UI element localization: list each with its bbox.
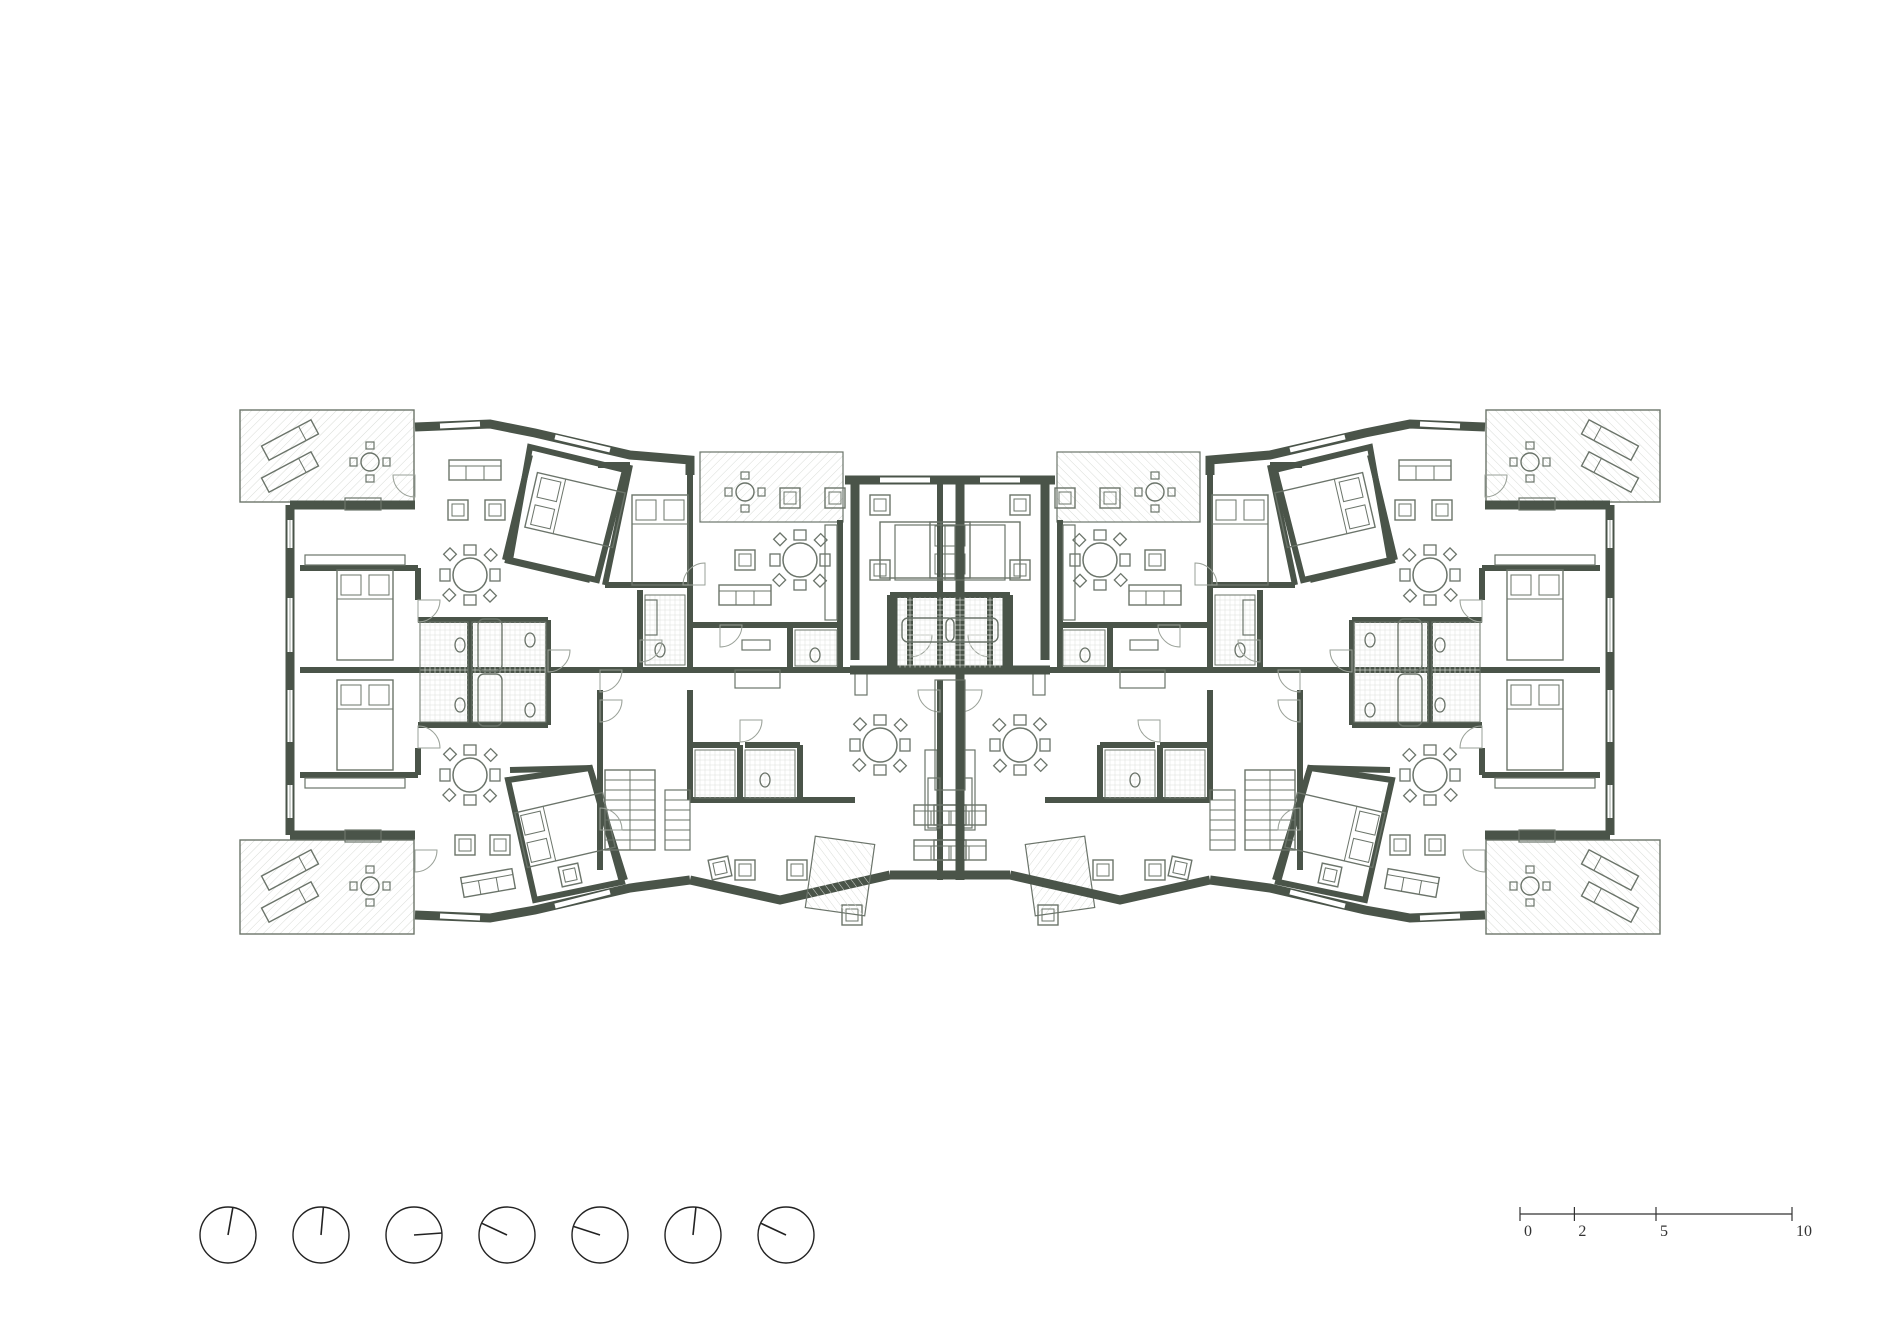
scale-bar-label: 0 [1524, 1223, 1532, 1240]
orientation-dial-icon [385, 1206, 443, 1264]
stair-left [604, 769, 691, 851]
orientation-dial-icon [571, 1206, 629, 1264]
scale-bar-label: 5 [1660, 1223, 1668, 1240]
orientation-dial-icon [199, 1206, 257, 1264]
scale-bar: 0 2 5 10 [1519, 1207, 1812, 1240]
orientation-dial-icon [757, 1206, 815, 1264]
orientation-dial-icon [478, 1206, 536, 1264]
orientation-dial-row [199, 1206, 815, 1264]
balcony-top-left [239, 409, 415, 503]
orientation-dial-icon [664, 1206, 722, 1264]
orientation-dial-icon [292, 1206, 350, 1264]
scale-bar-label: 2 [1578, 1223, 1586, 1240]
scale-bar-label: 10 [1796, 1223, 1812, 1240]
balcony-bottom-left [239, 839, 415, 935]
